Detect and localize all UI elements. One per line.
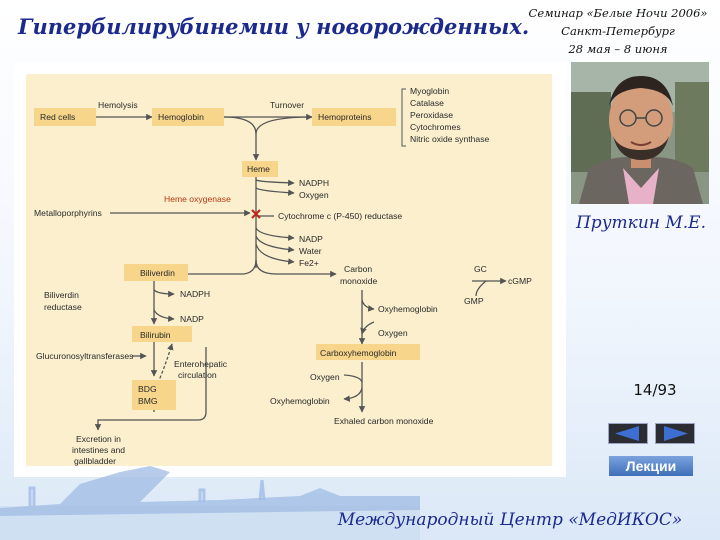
label-nadp-1: NADP [299,234,323,244]
label-myoglobin: Myoglobin [410,86,449,96]
label-excretion-line1: Excretion in [76,434,121,444]
label-fe2: Fe2+ [299,258,319,268]
label-biliverdin: Biliverdin [140,268,175,278]
label-bdg: BDG [138,384,157,394]
label-nitric-oxide-synthase: Nitric oxide synthase [410,134,490,144]
label-cytochromes: Cytochromes [410,122,461,132]
label-oxygen-3: Oxygen [310,372,340,382]
prev-slide-button[interactable] [608,423,648,444]
label-bilirubin: Bilirubin [140,330,171,340]
label-hemolysis: Hemolysis [98,100,138,110]
label-heme: Heme [247,164,270,174]
label-oxygen-2: Oxygen [378,328,408,338]
lectures-button[interactable]: Лекции [609,456,693,476]
label-heme-oxygenase: Heme oxygenase [164,194,231,204]
slide-title: Гипербилирубинемии у новорожденных. [18,14,530,39]
label-nadph-2: NADPH [180,289,210,299]
seminar-dates: 28 мая – 8 июня [568,42,668,56]
next-slide-button[interactable] [655,423,695,444]
label-hemoproteins: Hemoproteins [318,112,372,122]
label-cytochrome-reductase: Cytochrome c (P-450) reductase [278,211,402,221]
seminar-city: Санкт-Петербург [561,24,675,38]
author-name: Пруткин М.Е. [575,213,706,233]
arrow-right-icon [664,426,688,441]
page-number: 14/93 [633,381,677,399]
label-oxyhemoglobin-1: Oxyhemoglobin [378,304,438,314]
label-enterohepatic-line2: circulation [178,370,217,380]
seminar-name: Семинар «Белые Ночи 2006» [528,6,708,20]
label-excretion-line2: intestines and [72,445,125,455]
label-hemoglobin: Hemoglobin [158,112,204,122]
diagram-labels: Hemolysis Red cells Hemoglobin Turnover … [34,86,532,466]
label-excretion-line3: gallbladder [74,456,116,466]
label-metalloporphyrins: Metalloporphyrins [34,208,102,218]
label-exhaled-co: Exhaled carbon monoxide [334,416,434,426]
label-carboxyhemoglobin: Carboxyhemoglobin [320,348,397,358]
label-nadph-1: NADPH [299,178,329,188]
label-turnover: Turnover [270,100,304,110]
arrow-left-icon [615,426,639,441]
highlight-boxes [34,108,420,410]
label-carbon-monoxide-line1: Carbon [344,264,372,274]
label-oxyhemoglobin-2: Oxyhemoglobin [270,396,330,406]
label-biliverdin-reductase-line2: reductase [44,302,82,312]
pathway-arrows [94,88,507,431]
seminar-info: Семинар «Белые Ночи 2006» Санкт-Петербур… [520,4,716,58]
label-water: Water [299,246,322,256]
label-cgmp: cGMP [508,276,532,286]
label-biliverdin-reductase-line1: Biliverdin [44,290,79,300]
diagram-background [26,74,552,466]
label-gmp: GMP [464,296,484,306]
bilirubin-metabolism-diagram: Hemolysis Red cells Hemoglobin Turnover … [14,62,566,477]
label-nadp-2: NADP [180,314,204,324]
inhibition-marker [251,209,261,219]
label-glucuronosyltransferases: Glucuronosyltransferases [36,351,133,361]
label-bmg: BMG [138,396,158,406]
label-catalase: Catalase [410,98,444,108]
label-oxygen-1: Oxygen [299,190,329,200]
label-enterohepatic-line1: Enterohepatic [174,359,228,369]
bridge-silhouette [0,466,420,540]
label-gc: GC [474,264,487,274]
label-peroxidase: Peroxidase [410,110,453,120]
label-carbon-monoxide-line2: monoxide [340,276,377,286]
label-red-cells: Red cells [40,112,75,122]
author-photo [571,62,709,204]
footer-organization: Международный Центр «МедИКОС» [337,510,683,530]
